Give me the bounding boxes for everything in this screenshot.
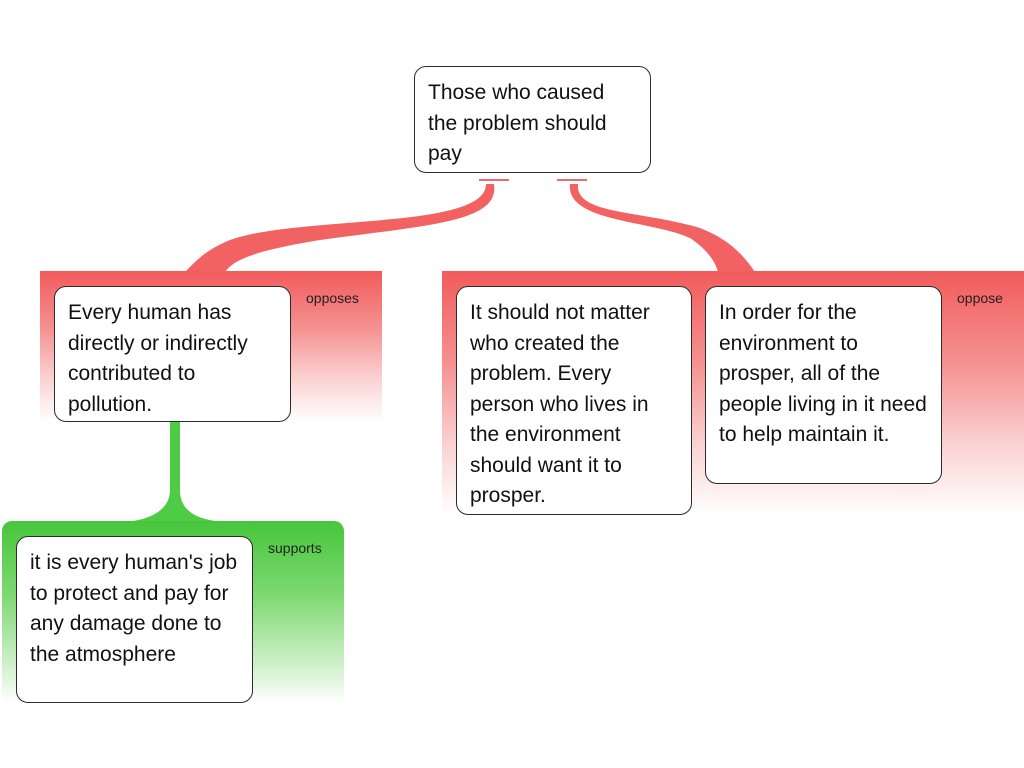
support-label: supports <box>268 540 322 556</box>
root-claim-text: Those who caused the problem should pay <box>428 81 607 165</box>
opposes-connector-right <box>569 184 755 272</box>
opposes-connector-left <box>185 184 495 272</box>
objection-label-right: oppose <box>957 290 1003 306</box>
objection-bar-left <box>479 179 509 181</box>
objection-claim-human-contributed[interactable]: Every human has directly or indirectly c… <box>54 286 291 422</box>
claim-text: it is every human's job to protect and p… <box>30 551 238 666</box>
objection-claim-should-not-matter[interactable]: It should not matter who created the pro… <box>456 286 692 515</box>
support-claim-every-human-job[interactable]: it is every human's job to protect and p… <box>16 536 253 703</box>
objection-bar-right <box>557 179 587 181</box>
claim-text: It should not matter who created the pro… <box>470 301 650 507</box>
root-claim[interactable]: Those who caused the problem should pay <box>414 66 651 173</box>
claim-text: Every human has directly or indirectly c… <box>68 301 248 416</box>
objection-label-left: opposes <box>306 290 359 306</box>
supports-connector <box>125 422 225 522</box>
objection-claim-help-maintain[interactable]: In order for the environment to prosper,… <box>705 286 942 484</box>
claim-text: In order for the environment to prosper,… <box>719 301 927 446</box>
